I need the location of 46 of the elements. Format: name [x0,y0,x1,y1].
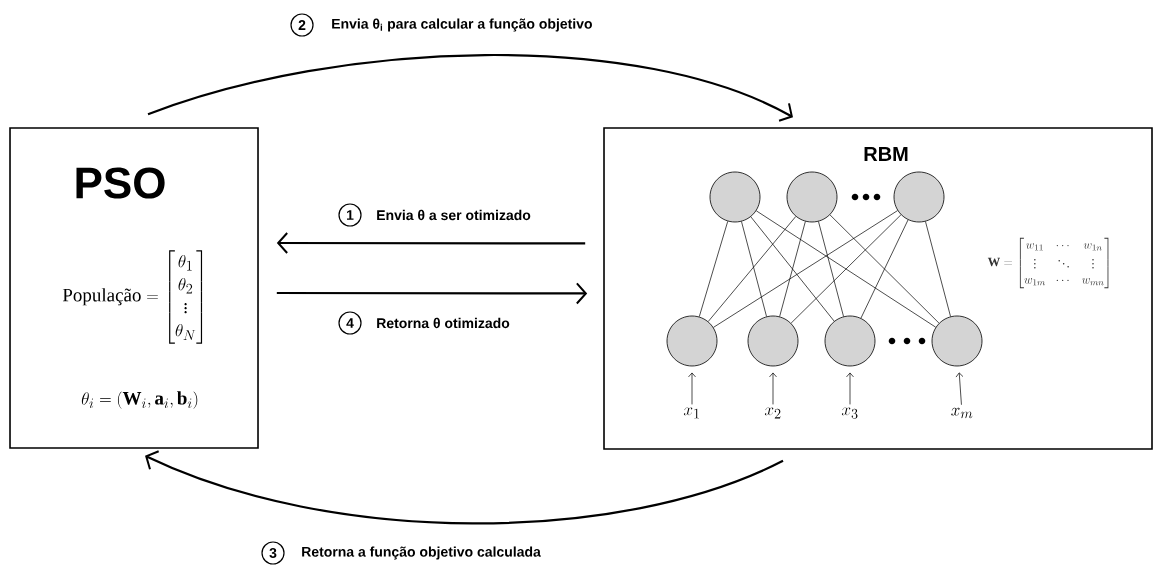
neuron-circle [824,315,876,367]
rbm-box [603,127,1153,450]
connection-line [829,214,940,324]
formula: $\text{População} = \begin{bmatrix}\theta_1\\ \theta_2\\ \vdots\\ \theta_N\end{bmatrix}$ [62,250,203,344]
connection-line [790,214,902,324]
input-label: $x_2$ [764,407,781,419]
neuron-circle [931,315,983,367]
input-arrow [846,372,854,405]
connection-line [750,216,835,322]
input-arrow [769,372,777,405]
neuron-circle [666,315,718,367]
connection-line [925,221,951,317]
connection-line [860,219,909,319]
connection-line [779,221,806,317]
pso-box [9,127,259,449]
edge-label: Retorna θ otimizado [377,317,510,329]
step-number: 2 [290,13,314,37]
connection-line [707,216,797,322]
input-label: $x_3$ [841,407,858,419]
connection-line [755,210,937,328]
neuron-circle [747,315,799,367]
matrix-formula: $\mathbf{W} = \begin{bmatrix} w_{11} & \cdots & w_{1n}\\ \vdots & \ddots & \vdots\\ w_{1m} & \cdots & w_{mn}\end{bmatrix}$ [987,237,1109,289]
box-title: PSO [76,167,165,199]
input-arrow [955,372,964,406]
neuron-circle [893,171,945,223]
step-number: 3 [261,541,285,565]
edge-label: Envia θ a ser otimizado [377,209,531,221]
neuron-circle [786,171,838,223]
edge-label: Retorna a função objetivo calculada [302,546,541,560]
formula: $\theta_i = (\mathbf{W}_i, \mathbf{a}_i, \mathbf{b}_i)$ [81,391,198,409]
step-number: 1 [338,203,362,227]
connection-line [713,210,898,328]
box-title: RBM [864,147,908,161]
neuron-circle [709,171,761,223]
connection-line [741,221,767,317]
arrow [147,54,793,122]
step-number: 4 [338,311,362,335]
input-label: $x_m$ [951,407,973,419]
arrow [145,450,784,525]
input-arrow [688,372,696,405]
connection-line [698,221,729,317]
edge-label: Envia θ$_{i}$ para calcular a função objetivo [332,18,592,32]
arrow [276,232,586,255]
connection-line [818,221,844,317]
arrow [276,282,588,305]
input-label: $x_1$ [683,407,699,419]
